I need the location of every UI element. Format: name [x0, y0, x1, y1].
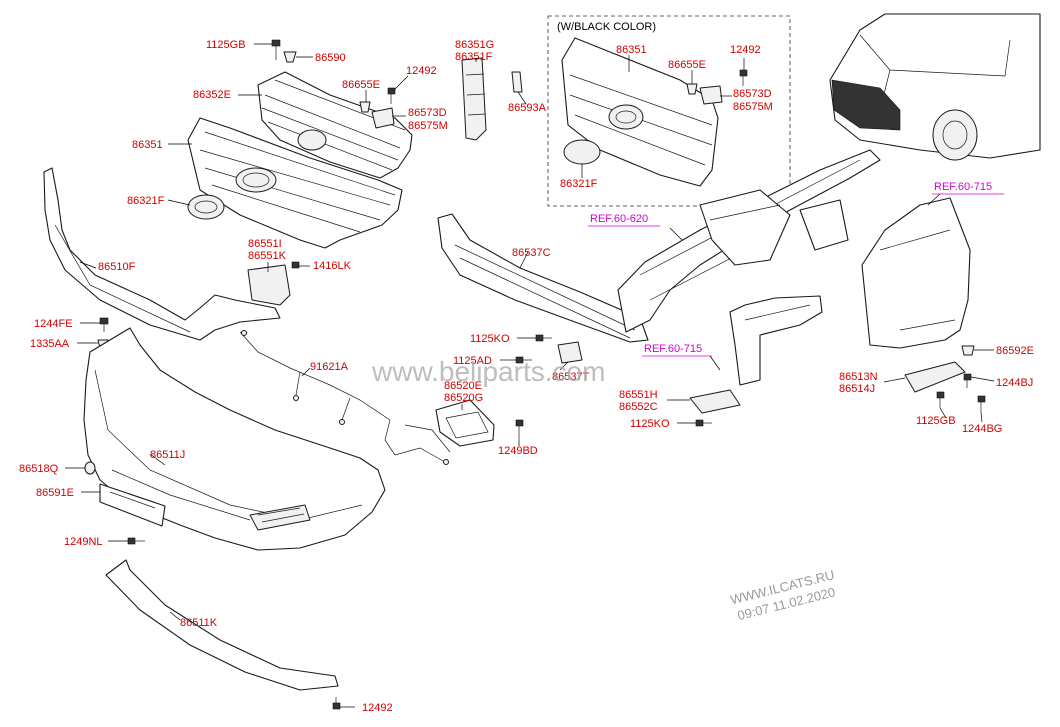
label-86351-a[interactable]: 86351 — [132, 139, 163, 151]
label-86591e[interactable]: 86591E — [36, 487, 74, 499]
fog-lamp-cover-86520e — [435, 399, 495, 447]
lower-lip-86511k — [105, 559, 339, 691]
emblem-86321f-black — [563, 139, 601, 165]
clip-86518q — [84, 461, 96, 475]
label-1125ko-b[interactable]: 1125KO — [630, 418, 670, 430]
label-86655e-b[interactable]: 86655E — [668, 59, 706, 71]
bracket-86537t — [557, 341, 583, 364]
label-86510f[interactable]: 86510F — [98, 261, 136, 273]
bracket-86351g — [461, 57, 487, 141]
bracket-86513n — [904, 361, 966, 393]
label-86552c[interactable]: 86552C — [619, 401, 658, 413]
label-86573d-b[interactable]: 86573D — [733, 88, 772, 100]
label-86351f[interactable]: 86351F — [455, 51, 493, 63]
plate-bracket-86591e — [99, 483, 166, 527]
wiring-harness-91621a — [239, 330, 451, 465]
label-1335aa[interactable]: 1335AA — [30, 338, 70, 350]
side-support-bracket — [729, 295, 823, 386]
label-86655e-a[interactable]: 86655E — [342, 79, 380, 91]
label-1125gb-a[interactable]: 1125GB — [206, 39, 246, 51]
clip-86655e-a — [359, 101, 371, 113]
label-86321f-b[interactable]: 86321F — [560, 178, 598, 190]
label-1244fe[interactable]: 1244FE — [34, 318, 73, 330]
label-1125ko-a[interactable]: 1125KO — [470, 333, 510, 345]
clip-86593a — [511, 71, 523, 93]
grille-86351 — [187, 117, 403, 249]
label-86573d-a[interactable]: 86573D — [408, 107, 447, 119]
label-1249bd[interactable]: 1249BD — [498, 445, 538, 457]
ref-60-715-mid[interactable]: REF.60-715 — [644, 343, 702, 355]
screw-1249nl — [127, 537, 145, 545]
label-1416lk[interactable]: 1416LK — [313, 260, 352, 272]
timestamp-stamp: WWW.ILCATS.RU 09:07 11.02.2020 — [729, 567, 837, 623]
upper-grille-86352e — [257, 71, 413, 179]
screw-12492-c — [332, 697, 341, 710]
label-86575m-a[interactable]: 86575M — [408, 120, 448, 132]
bolt-1125ko-a — [535, 334, 552, 342]
label-1125gb-b[interactable]: 1125GB — [916, 415, 956, 427]
label-12492-c[interactable]: 12492 — [362, 702, 393, 714]
screw-1249bd — [515, 419, 524, 440]
label-86321f-a[interactable]: 86321F — [127, 195, 165, 207]
label-1244bg[interactable]: 1244BG — [962, 423, 1002, 435]
label-12492-a[interactable]: 12492 — [406, 65, 437, 77]
label-86551i[interactable]: 86551I — [248, 238, 282, 250]
label-86520e[interactable]: 86520E — [444, 380, 482, 392]
watermark: www.beliparts.com — [371, 356, 605, 387]
black-color-variant-box — [547, 15, 791, 207]
label-86575m-b[interactable]: 86575M — [733, 101, 773, 113]
front-bumper-86511j — [83, 327, 386, 551]
label-86520g[interactable]: 86520G — [444, 392, 483, 404]
label-86513n[interactable]: 86513N — [839, 371, 878, 383]
grille-black-variant — [561, 37, 719, 187]
label-86351-b[interactable]: 86351 — [616, 44, 647, 56]
bumper-beam-86537c — [437, 213, 649, 343]
black-color-note: (W/BLACK COLOR) — [557, 21, 656, 33]
bracket-86573d-a — [371, 107, 395, 129]
bracket-86551i — [247, 264, 291, 306]
label-86511j[interactable]: 86511J — [150, 449, 185, 461]
emblem-86321f — [187, 194, 225, 220]
label-1125ad[interactable]: 1125AD — [453, 355, 492, 367]
leader-lines — [65, 43, 995, 708]
front-frame-structure — [617, 149, 881, 333]
label-91621a[interactable]: 91621A — [310, 361, 349, 373]
label-1249nl[interactable]: 1249NL — [64, 536, 103, 548]
clip-86590 — [283, 51, 297, 63]
ref-60-715-right[interactable]: REF.60-715 — [934, 181, 992, 193]
bolt-1125gb-b — [936, 391, 945, 408]
label-86511k[interactable]: 86511K — [180, 617, 218, 629]
ref-60-620[interactable]: REF.60-620 — [590, 213, 648, 225]
label-1244bj[interactable]: 1244BJ — [996, 377, 1033, 389]
label-86551k[interactable]: 86551K — [248, 250, 287, 262]
screw-12492-b — [739, 69, 748, 86]
label-86518q[interactable]: 86518Q — [19, 463, 59, 475]
bumper-upper-trim-86510f — [43, 167, 281, 341]
bolt-1244fe — [99, 317, 109, 332]
front-fender — [861, 197, 971, 349]
bolt-1244bj — [963, 373, 972, 388]
bolt-1125gb-a — [271, 39, 281, 60]
label-86514j[interactable]: 86514J — [839, 383, 875, 395]
label-86551h[interactable]: 86551H — [619, 389, 658, 401]
label-86537t[interactable]: 86537T — [552, 371, 590, 383]
screw-1416lk — [291, 261, 300, 269]
label-12492-b[interactable]: 12492 — [730, 44, 761, 56]
label-86593a[interactable]: 86593A — [508, 102, 547, 114]
label-86352e[interactable]: 86352E — [193, 89, 231, 101]
label-86351g[interactable]: 86351G — [455, 39, 494, 51]
label-86592e[interactable]: 86592E — [996, 345, 1034, 357]
bracket-86551h — [689, 389, 741, 414]
clip-86592e — [961, 345, 975, 356]
label-86590[interactable]: 86590 — [315, 52, 346, 64]
clip-86655e-b — [686, 83, 698, 95]
bolt-1244bg — [977, 395, 986, 412]
vehicle-thumbnail — [829, 13, 1041, 161]
bolt-1125ko-b — [695, 419, 712, 427]
label-86537c[interactable]: 86537C — [512, 247, 551, 259]
bracket-86573d-b — [699, 85, 723, 105]
screw-12492-a — [387, 87, 396, 104]
